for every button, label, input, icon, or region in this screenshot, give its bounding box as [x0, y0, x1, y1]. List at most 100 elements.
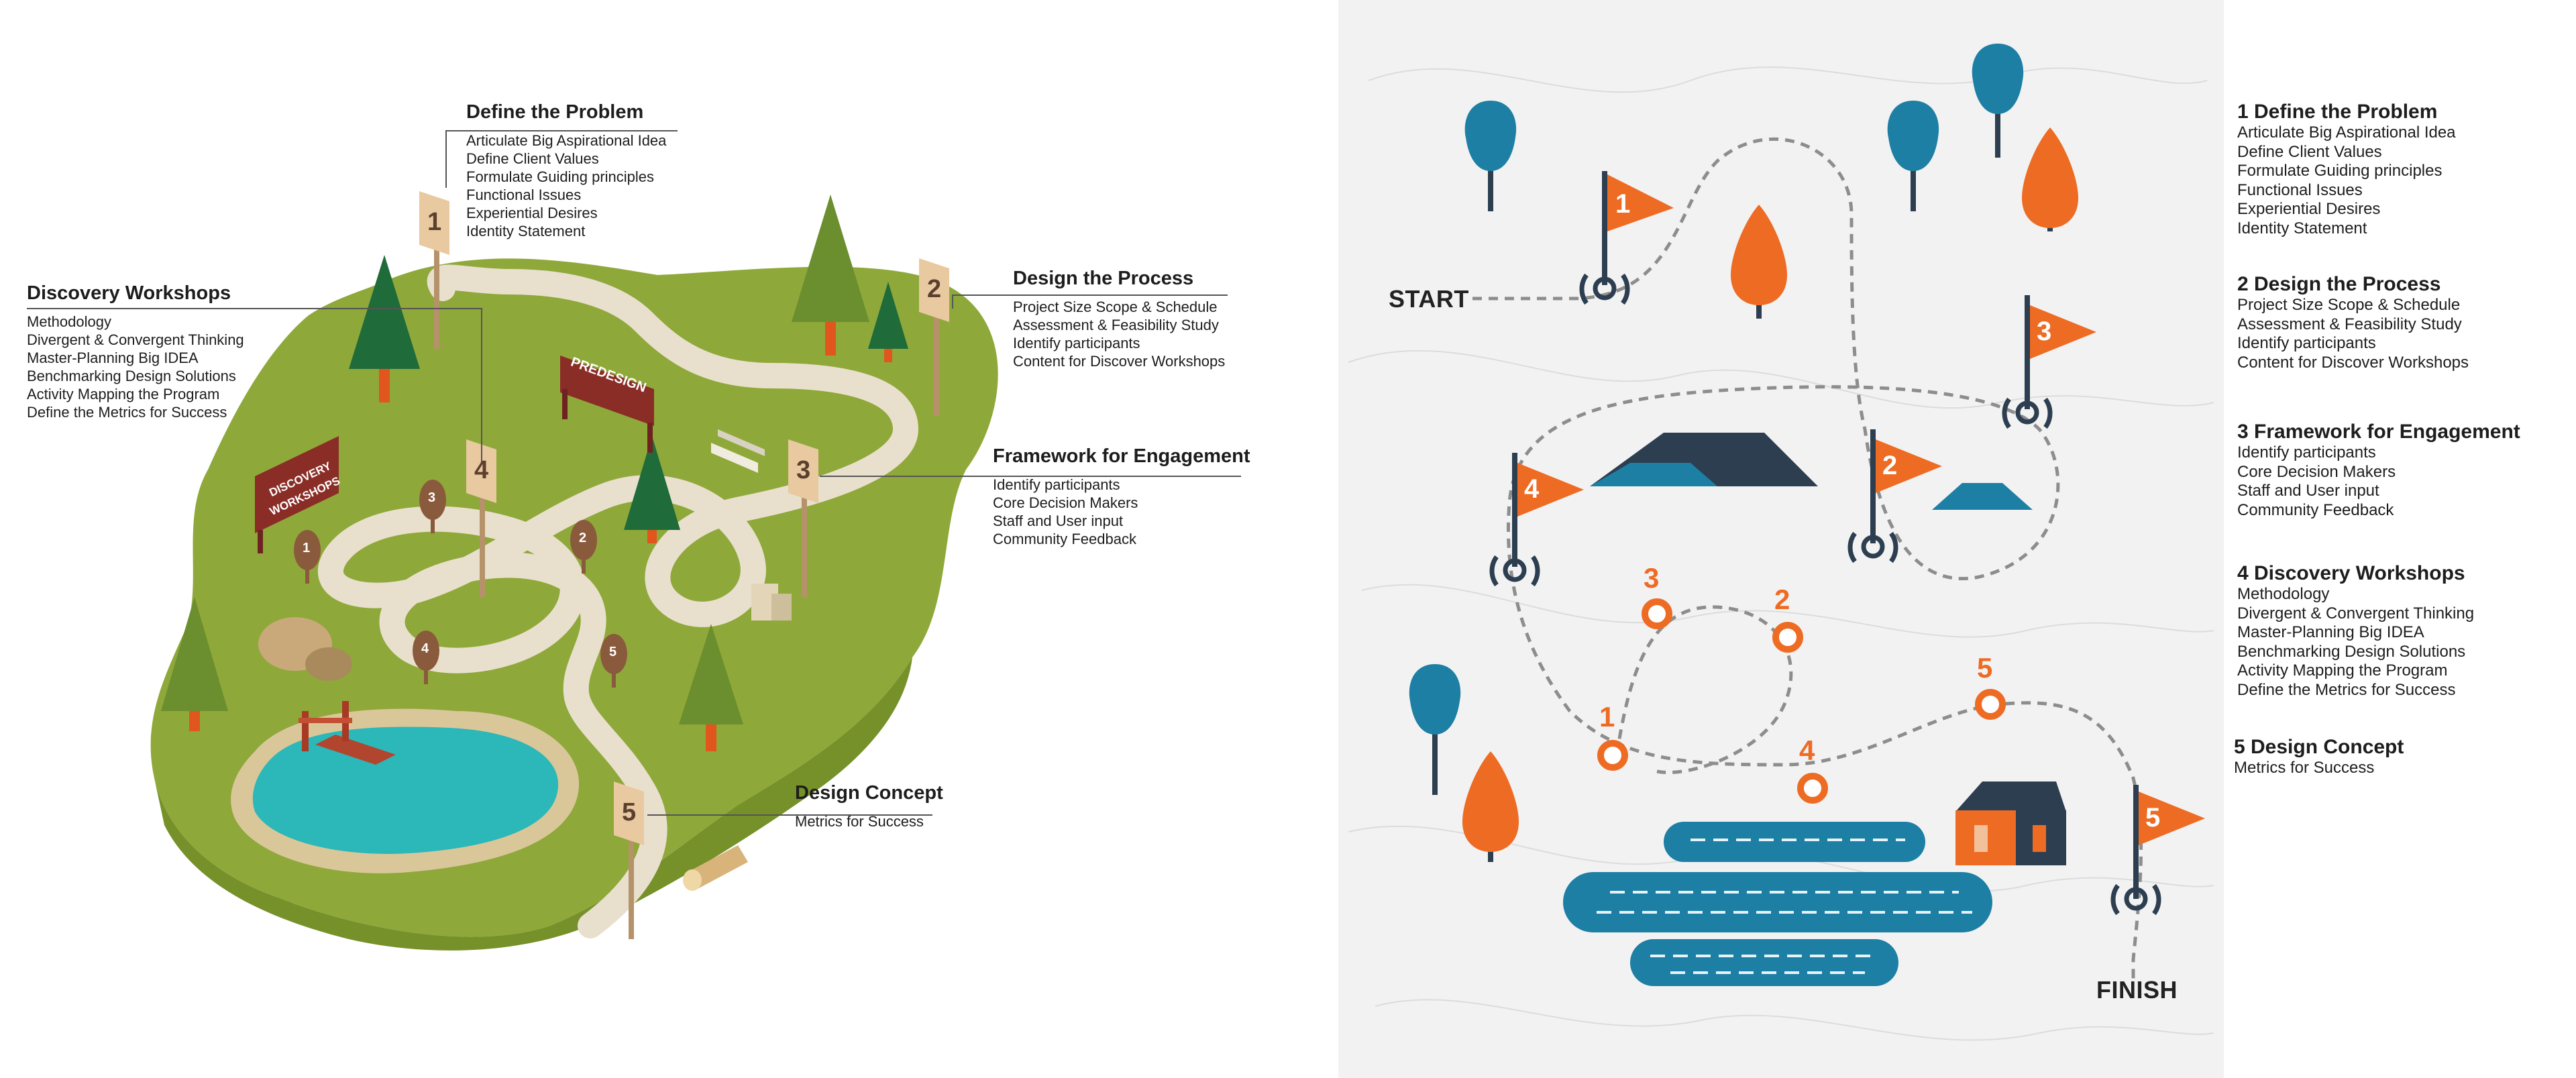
predesign-sign	[560, 356, 654, 453]
lake	[1563, 822, 1992, 986]
start-label: START	[1389, 285, 1469, 313]
point-3-number: 3	[1644, 562, 1660, 594]
post-4	[466, 439, 496, 597]
legend-item: Articulate Big Aspirational Idea	[2237, 123, 2456, 142]
flag-2	[1847, 429, 1942, 563]
map-trees	[1409, 44, 2078, 862]
legend-item: Project Size Scope & Schedule	[2237, 296, 2461, 314]
legend-item: Content for Discover Workshops	[2237, 353, 2469, 372]
mountains	[1590, 433, 2033, 510]
legend-item: Define the Metrics for Success	[2237, 680, 2456, 699]
legend-title: 5 Design Concept	[2234, 736, 2404, 758]
callout-title: Discovery Workshops	[27, 282, 231, 304]
isometric-park-illustration	[27, 130, 1241, 951]
log	[683, 845, 748, 891]
tree-6	[679, 624, 743, 751]
legend-define-problem: 1 Define the Problem Articulate Big Aspi…	[2237, 101, 2456, 238]
callout-item: Functional Issues	[466, 186, 582, 203]
post-2	[919, 258, 949, 416]
topo-contours	[1348, 66, 2214, 1041]
tree-1	[349, 255, 420, 402]
legend-title: 3 Framework for Engagement	[2237, 421, 2520, 443]
point-markers	[1597, 598, 2006, 804]
post-5	[614, 781, 644, 939]
leader-lines	[27, 130, 1241, 816]
point-5-number: 5	[1977, 652, 1993, 684]
callout-item: Articulate Big Aspirational Idea	[466, 132, 667, 149]
callout-define-problem: Define the Problem Articulate Big Aspira…	[466, 101, 666, 240]
stake-5-number: 5	[609, 645, 617, 659]
callout-item: Project Size Scope & Schedule	[1013, 299, 1218, 315]
stakes	[294, 480, 627, 688]
point-4-number: 4	[1799, 735, 1815, 766]
legend-item: Functional Issues	[2237, 180, 2363, 199]
callout-design-process: Design the Process Project Size Scope & …	[1013, 267, 1225, 370]
callout-framework: Framework for Engagement Identify partic…	[993, 445, 1250, 548]
stake-4-number: 4	[421, 641, 429, 656]
callout-item: Divergent & Convergent Thinking	[27, 331, 244, 348]
post-3-number: 3	[796, 456, 811, 484]
legend-item: Identify participants	[2237, 334, 2376, 352]
legend-title: 1 Define the Problem	[2237, 101, 2438, 123]
flag-5-number: 5	[2145, 803, 2161, 832]
tree-5	[161, 597, 228, 731]
dock	[299, 701, 396, 765]
legend-item: Assessment & Feasibility Study	[2237, 315, 2462, 333]
legend-framework: 3 Framework for Engagement Identify part…	[2237, 421, 2520, 520]
callout-item: Content for Discover Workshops	[1013, 353, 1226, 370]
bench	[711, 429, 765, 473]
legend-design-process: 2 Design the Process Project Size Scope …	[2237, 273, 2469, 372]
grass-island-edge	[154, 657, 912, 951]
legend-item: Benchmarking Design Solutions	[2237, 642, 2466, 661]
tree-2	[792, 195, 869, 356]
callout-design-concept: Design Concept Metrics for Success	[795, 781, 943, 830]
callout-item: Metrics for Success	[795, 813, 924, 830]
legend-item: Identity Statement	[2237, 219, 2367, 237]
legend-item: Divergent & Convergent Thinking	[2237, 604, 2475, 623]
callout-title: Framework for Engagement	[993, 445, 1250, 467]
callout-item: Community Feedback	[993, 531, 1136, 547]
dashed-trail	[1472, 137, 2143, 983]
flag-3-number: 3	[2037, 317, 2052, 346]
legend-item: Staff and User input	[2237, 482, 2379, 500]
legend-item: Activity Mapping the Program	[2237, 661, 2448, 680]
post-4-number: 4	[474, 456, 489, 484]
legend-design-concept: 5 Design Concept Metrics for Success	[2234, 736, 2404, 778]
house	[1955, 781, 2066, 865]
callout-item: Define Client Values	[466, 150, 599, 167]
callout-item: Benchmarking Design Solutions	[27, 368, 236, 384]
legend-item: Experiential Desires	[2237, 200, 2381, 218]
tree-4	[624, 436, 680, 543]
discovery-workshops-sign	[255, 436, 339, 553]
flag-2-number: 2	[1882, 451, 1898, 480]
callout-discovery: Discovery Workshops Methodology Divergen…	[27, 282, 244, 421]
legend-item: Identify participants	[2237, 443, 2376, 462]
flag-4	[1489, 453, 1584, 587]
point-1-number: 1	[1599, 701, 1615, 733]
callout-item: Staff and User input	[993, 513, 1124, 529]
legend-item: Community Feedback	[2237, 500, 2394, 519]
finish-label: FINISH	[2096, 976, 2178, 1004]
post-5-number: 5	[622, 798, 637, 826]
flag-4-number: 4	[1524, 474, 1540, 504]
callout-item: Master-Planning Big IDEA	[27, 349, 199, 366]
callout-item: Define the Metrics for Success	[27, 404, 227, 421]
stake-3-number: 3	[428, 490, 436, 505]
dashed-loop	[1615, 605, 1793, 774]
legend-item: Metrics for Success	[2234, 759, 2375, 777]
stake-2-number: 2	[579, 531, 587, 545]
legend-item: Methodology	[2237, 585, 2330, 603]
trail	[318, 264, 919, 938]
callout-title: Design Concept	[795, 782, 943, 804]
tree-3	[868, 282, 908, 362]
callout-item: Methodology	[27, 313, 111, 330]
flag-1-number: 1	[1615, 189, 1631, 219]
callout-title: Design the Process	[1013, 268, 1194, 289]
pond-water	[252, 726, 559, 854]
callout-item: Formulate Guiding principles	[466, 168, 655, 185]
point-2-number: 2	[1774, 584, 1790, 615]
legend-title: 2 Design the Process	[2237, 273, 2441, 295]
legend-item: Master-Planning Big IDEA	[2237, 623, 2424, 641]
flag-1	[1579, 171, 1674, 305]
